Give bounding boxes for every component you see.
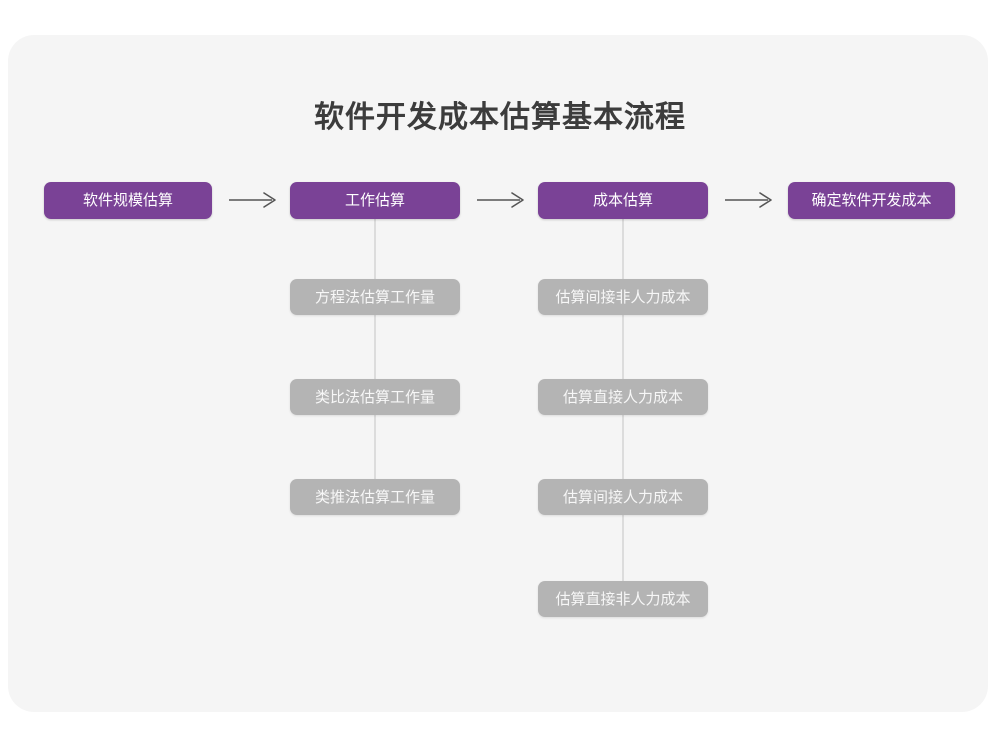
right-arrow-icon-2 bbox=[476, 190, 528, 210]
connector-line-right-1 bbox=[622, 218, 624, 280]
flow-node-step4[interactable]: 确定软件开发成本 bbox=[788, 182, 955, 219]
flow-node-step2[interactable]: 工作估算 bbox=[290, 182, 460, 219]
connector-line-right-2 bbox=[622, 315, 624, 379]
connector-line-right-4 bbox=[622, 515, 624, 581]
connector-line-left-1 bbox=[374, 218, 376, 280]
right-arrow-icon-1 bbox=[228, 190, 280, 210]
diagram-title: 软件开发成本估算基本流程 bbox=[314, 101, 686, 134]
branch-node-right-2[interactable]: 估算直接人力成本 bbox=[538, 379, 708, 415]
right-arrow-icon-3 bbox=[724, 190, 776, 210]
branch-node-left-3[interactable]: 类推法估算工作量 bbox=[290, 479, 460, 515]
flow-node-step1[interactable]: 软件规模估算 bbox=[44, 182, 212, 219]
diagram-card-background bbox=[8, 35, 988, 712]
branch-node-left-2[interactable]: 类比法估算工作量 bbox=[290, 379, 460, 415]
branch-node-left-1[interactable]: 方程法估算工作量 bbox=[290, 279, 460, 315]
flow-node-step3[interactable]: 成本估算 bbox=[538, 182, 708, 219]
branch-node-right-3[interactable]: 估算间接人力成本 bbox=[538, 479, 708, 515]
branch-node-right-4[interactable]: 估算直接非人力成本 bbox=[538, 581, 708, 617]
connector-line-left-2 bbox=[374, 314, 376, 380]
branch-node-right-1[interactable]: 估算间接非人力成本 bbox=[538, 279, 708, 315]
connector-line-right-3 bbox=[622, 415, 624, 479]
connector-line-left-3 bbox=[374, 414, 376, 480]
